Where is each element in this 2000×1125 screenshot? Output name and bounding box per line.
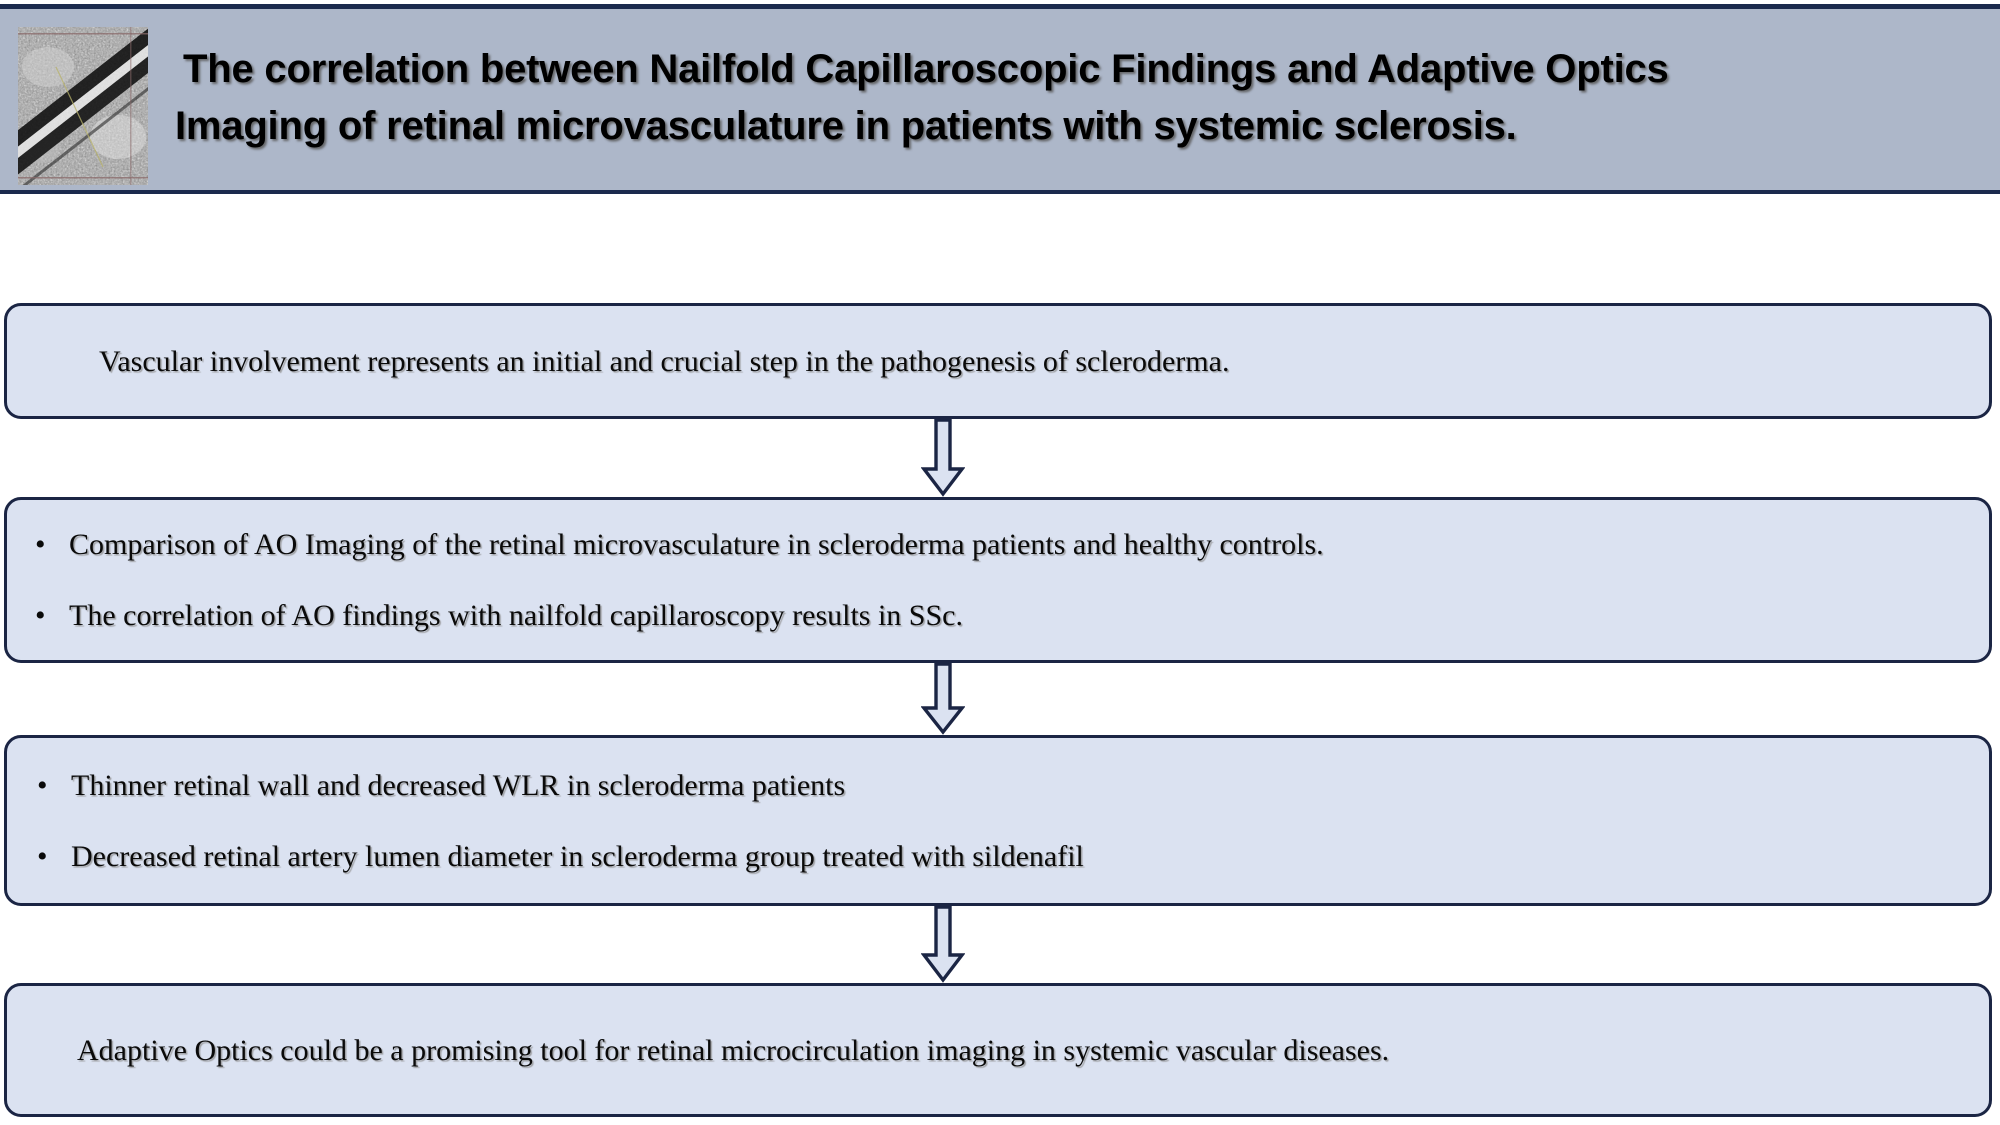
flow-box-results-bullet-2: Decreased retinal artery lumen diameter …	[71, 839, 1084, 873]
flow-box-conclusion-text: Adaptive Optics could be a promising too…	[77, 1033, 1390, 1067]
flow-box-results-bullet-1: Thinner retinal wall and decreased WLR i…	[71, 768, 846, 802]
flow-arrow-down-2	[921, 663, 965, 735]
list-item: • Comparison of AO Imaging of the retina…	[7, 528, 1989, 561]
bullet-icon: •	[35, 599, 46, 632]
flow-box-objectives-bullet-2: The correlation of AO findings with nail…	[69, 599, 963, 632]
header-banner: The correlation between Nailfold Capilla…	[0, 4, 2000, 194]
retinal-vessel-thumbnail-image	[18, 27, 148, 185]
list-item: • Decreased retinal artery lumen diamete…	[7, 840, 1989, 873]
page-title-line-2: Imaging of retinal microvasculature in p…	[175, 103, 1517, 148]
flow-box-conclusion: Adaptive Optics could be a promising too…	[4, 983, 1992, 1117]
page-title-line-1: The correlation between Nailfold Capilla…	[183, 47, 1669, 91]
bullet-icon: •	[37, 768, 48, 802]
arrow-down-icon	[921, 906, 965, 983]
flow-box-premise-text: Vascular involvement represents an initi…	[99, 344, 1230, 378]
flow-box-premise: Vascular involvement represents an initi…	[4, 303, 1992, 419]
arrow-down-icon	[921, 663, 965, 735]
flow-arrow-down-1	[921, 419, 965, 497]
flow-box-objectives-bullet-1: Comparison of AO Imaging of the retinal …	[69, 528, 1324, 561]
flow-arrow-down-3	[921, 906, 965, 983]
flow-box-results: • Thinner retinal wall and decreased WLR…	[4, 735, 1992, 906]
list-item: • The correlation of AO findings with na…	[7, 599, 1989, 632]
retinal-vessel-illustration	[18, 27, 148, 185]
bullet-icon: •	[35, 528, 46, 561]
list-item: • Thinner retinal wall and decreased WLR…	[7, 769, 1989, 802]
arrow-down-icon	[921, 419, 965, 497]
bullet-icon: •	[37, 839, 48, 873]
page-title: The correlation between Nailfold Capilla…	[175, 41, 1985, 155]
flow-box-objectives: • Comparison of AO Imaging of the retina…	[4, 497, 1992, 663]
